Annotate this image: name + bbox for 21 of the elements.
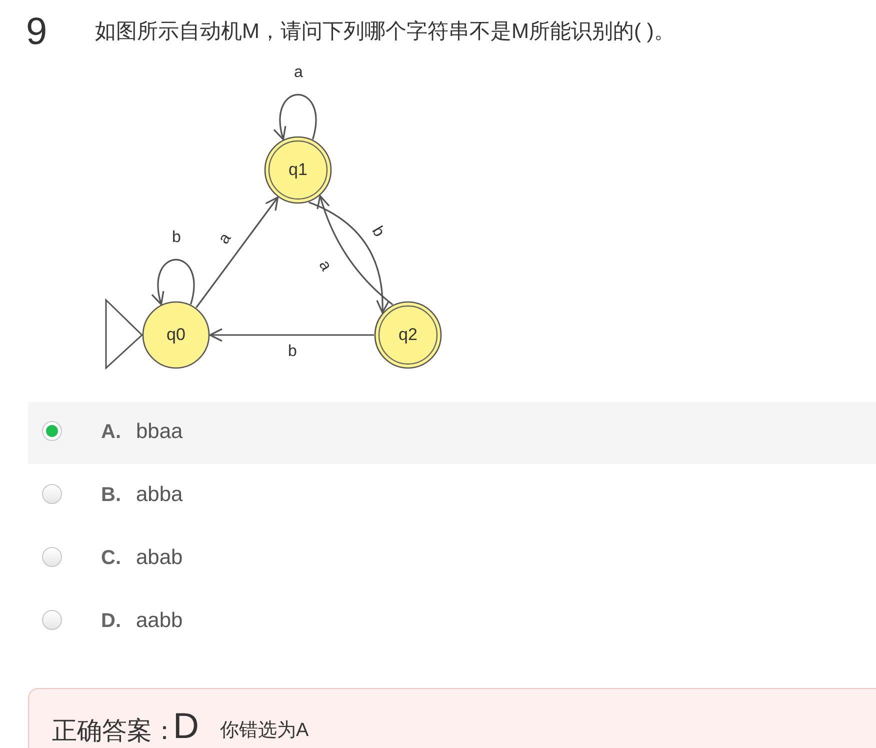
option-letter: D. — [101, 609, 121, 633]
transition-arrow — [316, 195, 394, 306]
transition-arrow — [209, 328, 374, 342]
option-letter: B. — [101, 483, 121, 507]
question-text: 如图所示自动机M，请问下列哪个字符串不是M所能识别的( )。 — [95, 20, 675, 44]
start-arrow — [105, 298, 144, 370]
state-circle: q0 — [142, 301, 210, 369]
option-text: aabb — [136, 609, 183, 633]
state-circle: q1 — [264, 136, 332, 204]
option-text: abba — [136, 483, 183, 507]
option-letter: A. — [101, 420, 121, 444]
state-circle: q2 — [374, 301, 442, 369]
question-number: 9 — [26, 12, 48, 52]
transition-arrow — [152, 259, 194, 306]
transition-arrow — [274, 94, 316, 140]
option-text: bbaa — [136, 420, 183, 444]
transition-arrow — [308, 202, 390, 314]
wrong-choice-note: 你错选为A — [220, 719, 309, 743]
option-text: abab — [136, 546, 183, 570]
transition-arrow — [196, 196, 279, 308]
option-letter: C. — [101, 546, 121, 570]
